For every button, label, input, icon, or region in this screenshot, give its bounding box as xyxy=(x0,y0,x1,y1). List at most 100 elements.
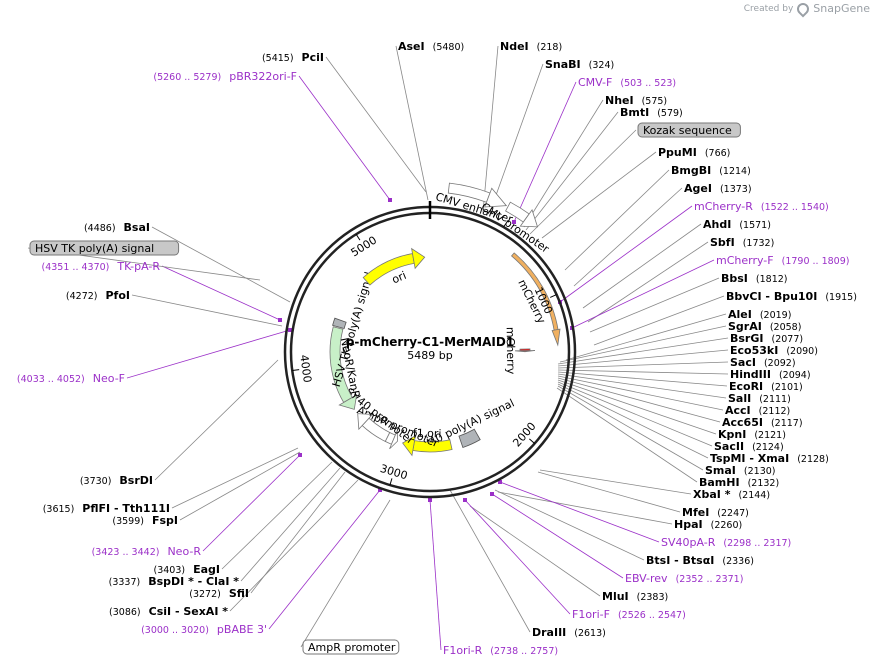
feature-box-bg xyxy=(29,240,180,256)
site-bspdi-clai[interactable]: BspDI * - ClaI *(3337) xyxy=(109,575,240,588)
site-asei[interactable]: AseI(5480) xyxy=(398,40,464,53)
leader-line xyxy=(491,493,624,579)
leader-line xyxy=(499,481,660,543)
primer-tk-pa-r[interactable]: TK-pA-R(4351 .. 4370) xyxy=(42,260,161,273)
site-position: (2090) xyxy=(786,346,818,357)
site-mfei[interactable]: MfeI(2247) xyxy=(682,506,749,519)
primer-f1ori-f[interactable]: F1ori-F(2526 .. 2547) xyxy=(572,608,686,621)
site-tspmi-xmai[interactable]: TspMI - XmaI(2128) xyxy=(710,452,829,465)
site-nhei[interactable]: NheI(575) xyxy=(605,94,667,107)
leader-line xyxy=(395,45,429,201)
feature-label-kozak-sequence[interactable]: Kozak sequence xyxy=(637,122,741,138)
site-bbvci-bpu10i[interactable]: BbvCI - Bpu10I(1915) xyxy=(726,290,857,303)
feature-mcherry[interactable]: mCherry xyxy=(504,327,536,375)
site-acci[interactable]: AccI(2112) xyxy=(725,404,790,417)
site-bsrgi[interactable]: BsrGI(2077) xyxy=(730,332,803,345)
site-name: EcoRI xyxy=(729,380,763,393)
feature-f1-ori[interactable]: f1 ori xyxy=(402,426,453,457)
primer-pbr322ori-f[interactable]: pBR322ori-F(5260 .. 5279) xyxy=(153,70,297,83)
leader-line xyxy=(557,383,709,459)
site-pfoi[interactable]: PfoI(4272) xyxy=(66,289,130,302)
site-name: BsrDI xyxy=(119,474,153,487)
primer-mark xyxy=(278,318,282,322)
site-alei[interactable]: AleI(2019) xyxy=(728,308,791,321)
site-kpni[interactable]: KpnI(2121) xyxy=(718,428,786,441)
site-btsi-bts-i[interactable]: BtsI - BtsαI(2336) xyxy=(646,554,754,567)
feature-neor-kanr[interactable]: NeoR/KanR xyxy=(329,326,363,410)
site-labels: AseI(5480) PciI(5415) pBR322ori-F(5260 .. … xyxy=(17,40,857,657)
feature-ori[interactable]: ori xyxy=(362,247,426,287)
site-position: (575) xyxy=(642,96,668,107)
primer-mcherry-r[interactable]: mCherry-R(1522 .. 1540) xyxy=(694,200,829,213)
site-saci[interactable]: SacI(2092) xyxy=(730,356,796,369)
feature-label-ampr-promoter[interactable]: AmpR promoter xyxy=(302,639,400,655)
feature-label-hsv-tk-poly-a-signal[interactable]: HSV TK poly(A) signal xyxy=(29,240,180,256)
site-name: AhdI xyxy=(703,218,731,231)
site-agei[interactable]: AgeI(1373) xyxy=(684,182,752,195)
site-pflfi-tth111i[interactable]: PflFI - Tth111I(3615) xyxy=(43,502,170,515)
site-bsrdi[interactable]: BsrDI(3730) xyxy=(80,474,153,487)
site-ndei[interactable]: NdeI(218) xyxy=(500,40,562,53)
site-sfii[interactable]: SfiI(3272) xyxy=(189,587,249,600)
site-fspi[interactable]: FspI(3599) xyxy=(112,514,178,527)
leader-line xyxy=(559,205,693,303)
site-name: F1ori-R xyxy=(443,644,483,657)
plasmid-name: p-mCherry-C1-MerMAID1 xyxy=(346,335,514,349)
site-hpai[interactable]: HpaI(2260) xyxy=(674,518,742,531)
site-pcii[interactable]: PciI(5415) xyxy=(262,51,324,64)
site-sali[interactable]: SalI(2111) xyxy=(728,392,791,405)
site-hindiii[interactable]: HindIII(2094) xyxy=(730,368,811,381)
site-bmgbi[interactable]: BmgBI(1214) xyxy=(671,164,751,177)
site-ahdi[interactable]: AhdI(1571) xyxy=(703,218,771,231)
site-name: BtsI - BtsαI xyxy=(646,554,714,567)
tick-mark xyxy=(355,233,361,241)
site-position: (2132) xyxy=(748,478,780,489)
primer-neo-f[interactable]: Neo-F(4033 .. 4052) xyxy=(17,372,125,385)
primer-pbabe-3[interactable]: pBABE 3'(3000 .. 3020) xyxy=(141,623,267,636)
site-name: EagI xyxy=(193,563,220,576)
site-smai[interactable]: SmaI(2130) xyxy=(705,464,776,477)
site-sbfi[interactable]: SbfI(1732) xyxy=(710,236,774,249)
site-csii-sexai[interactable]: CsiI - SexAI *(3086) xyxy=(109,605,228,618)
site-position: (3615) xyxy=(43,504,75,515)
site-acc65i[interactable]: Acc65I(2117) xyxy=(722,416,803,429)
feature-box-text: AmpR promoter xyxy=(308,641,396,654)
site-position: (1790 .. 1809) xyxy=(782,256,850,267)
primer-mcherry-f[interactable]: mCherry-F(1790 .. 1809) xyxy=(716,254,849,267)
site-position: (5260 .. 5279) xyxy=(153,72,221,83)
site-eagi[interactable]: EagI(3403) xyxy=(154,563,221,576)
site-position: (4351 .. 4370) xyxy=(42,262,110,273)
tick-mark xyxy=(292,369,300,372)
site-mlui[interactable]: MluI(2383) xyxy=(602,590,668,603)
leader-line xyxy=(539,469,692,495)
feature-arrowhead xyxy=(357,413,374,431)
site-name: MfeI xyxy=(682,506,709,519)
site-name: DraIII xyxy=(532,626,566,639)
site-sgrai[interactable]: SgrAI(2058) xyxy=(728,320,801,333)
site-ppumi[interactable]: PpuMI(766) xyxy=(658,146,730,159)
site-snabi[interactable]: SnaBI(324) xyxy=(545,58,614,71)
site-bsai[interactable]: BsaI(4486) xyxy=(84,221,150,234)
primer-neo-r[interactable]: Neo-R(3423 .. 3442) xyxy=(92,545,202,558)
primer-cmv-f[interactable]: CMV-F(503 .. 523) xyxy=(578,76,676,89)
primer-ebv-rev[interactable]: EBV-rev(2352 .. 2371) xyxy=(625,572,743,585)
site-eco53ki[interactable]: Eco53kI(2090) xyxy=(730,344,818,357)
site-ecori[interactable]: EcoRI(2101) xyxy=(729,380,803,393)
site-bamhi[interactable]: BamHI(2132) xyxy=(699,476,779,489)
site-xbai[interactable]: XbaI *(2144) xyxy=(693,488,770,501)
leader-line xyxy=(325,56,427,193)
site-sacii[interactable]: SacII(2124) xyxy=(714,440,784,453)
leader-line xyxy=(557,379,717,435)
leader-line xyxy=(179,451,301,521)
site-name: HpaI xyxy=(674,518,703,531)
site-position: (4033 .. 4052) xyxy=(17,374,85,385)
site-bmti[interactable]: BmtI(579) xyxy=(620,106,683,119)
site-draiii[interactable]: DraIII(2613) xyxy=(532,626,606,639)
feature-cmv-promoter[interactable]: CMV promoter xyxy=(479,200,552,256)
site-position: (3272) xyxy=(189,589,221,600)
primer-sv40pa-r[interactable]: SV40pA-R(2298 .. 2317) xyxy=(661,536,791,549)
site-bbsi[interactable]: BbsI(1812) xyxy=(721,272,788,285)
leader-line xyxy=(589,277,720,333)
leader-line xyxy=(557,369,729,375)
primer-f1ori-r[interactable]: F1ori-R(2738 .. 2757) xyxy=(443,644,558,657)
